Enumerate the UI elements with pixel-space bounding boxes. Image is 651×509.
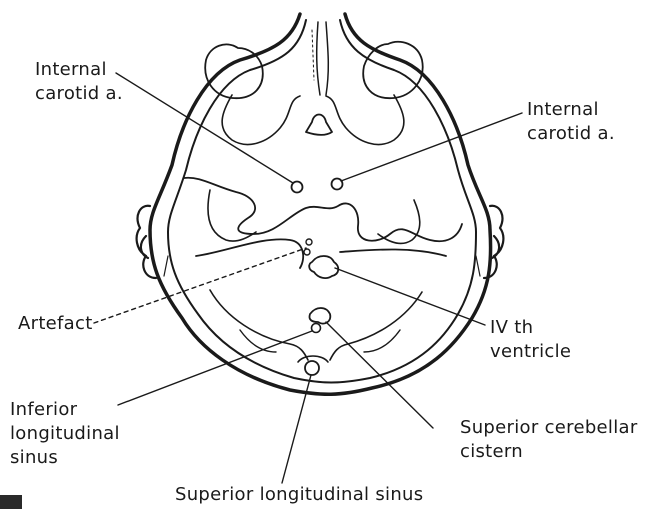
leader-artefact [94, 248, 306, 323]
artefact-mark-2 [304, 249, 310, 255]
label-fourth-ventricle: IV th ventricle [490, 316, 571, 364]
petrous-ridge [184, 178, 462, 241]
inner-skull-outline [168, 20, 476, 383]
anterior-fossa-right [326, 95, 404, 144]
internal-carotid-right-vessel [332, 179, 343, 190]
anterior-fossa-left [222, 95, 300, 144]
label-superior-longitudinal-sinus: Superior longitudinal sinus [175, 483, 423, 507]
left-orbit [205, 44, 263, 98]
superior-cerebellar-cistern-shape [309, 308, 330, 324]
cerebellum-outline [210, 290, 422, 360]
label-artefact: Artefact [18, 312, 93, 336]
nasal-septum [317, 22, 329, 95]
leader-superior-cerebellar-cistern [326, 322, 433, 428]
leader-fourth-ventricle [335, 268, 485, 325]
label-inferior-longitudinal-sinus: Inferior longitudinal sinus [10, 398, 120, 470]
label-internal-carotid-left: Internal carotid a. [35, 58, 123, 106]
label-internal-carotid-right: Internal carotid a. [527, 98, 615, 146]
posterior-fossa-boundary [196, 239, 446, 268]
leader-internal-carotid-right [341, 113, 522, 181]
artefact-mark-1 [306, 239, 312, 245]
scan-corner-mark [0, 495, 22, 509]
inferior-longitudinal-sinus-vessel [312, 324, 321, 333]
label-superior-cerebellar-cistern: Superior cerebellar cistern [460, 416, 638, 464]
sella-turcica [306, 115, 332, 136]
leader-inferior-longitudinal-sinus [118, 331, 312, 405]
superior-longitudinal-sinus-vessel [305, 361, 319, 375]
fourth-ventricle-shape [309, 256, 338, 278]
outer-skull-outline [150, 14, 491, 394]
